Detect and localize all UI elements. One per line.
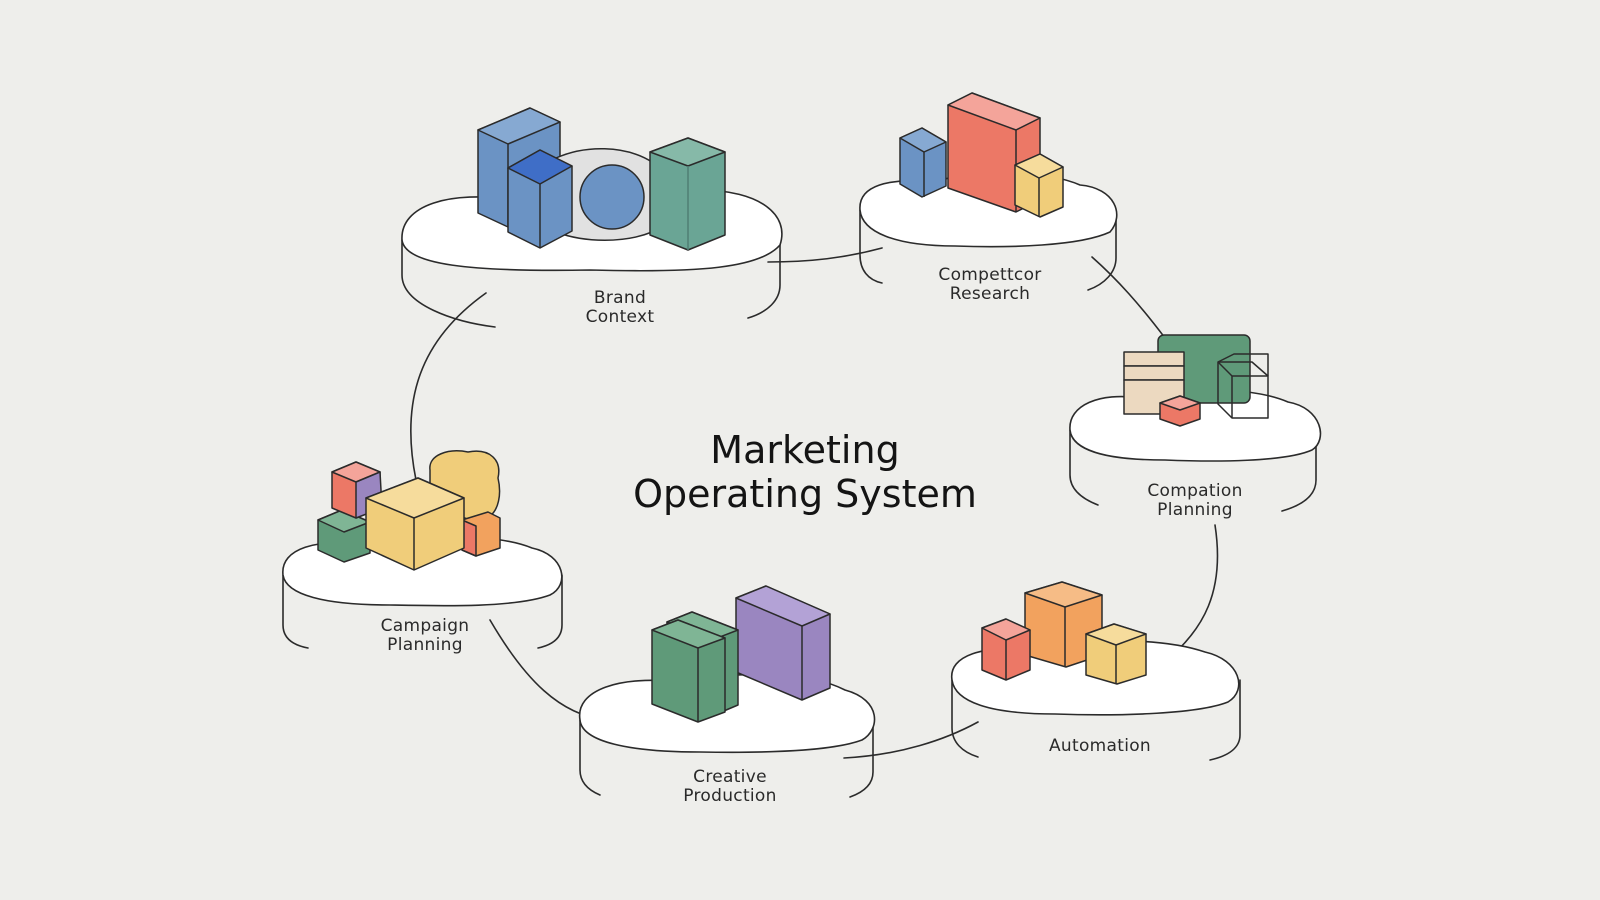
node-label-automation: Automation (1048, 736, 1151, 756)
node-label-creative-production: Creative Production (683, 767, 777, 806)
connector-brand-to-competitor (767, 247, 883, 263)
node-label-competitor-research: Compettcor Research (938, 265, 1042, 304)
blocks-campaign-planning (317, 450, 501, 571)
blocks-creative-production (651, 585, 831, 723)
diagram-title: Marketing Operating System (633, 428, 977, 516)
blocks-competitor-research (899, 92, 1064, 218)
connector-compaign-to-automation (1161, 524, 1219, 665)
blocks-automation (981, 581, 1147, 685)
node-label-campaign-planning: Campaign Planning (380, 616, 470, 655)
blocks-compaign-planning (1123, 334, 1269, 427)
connector-automation-to-creative (843, 721, 979, 759)
blocks-brand-context (477, 107, 726, 251)
connector-campaign-to-brand (410, 292, 487, 481)
connector-competitor-to-compaign (1091, 256, 1166, 339)
node-label-brand-context: Brand Context (585, 288, 655, 327)
node-label-compaign-planning: Compation Planning (1147, 481, 1243, 520)
